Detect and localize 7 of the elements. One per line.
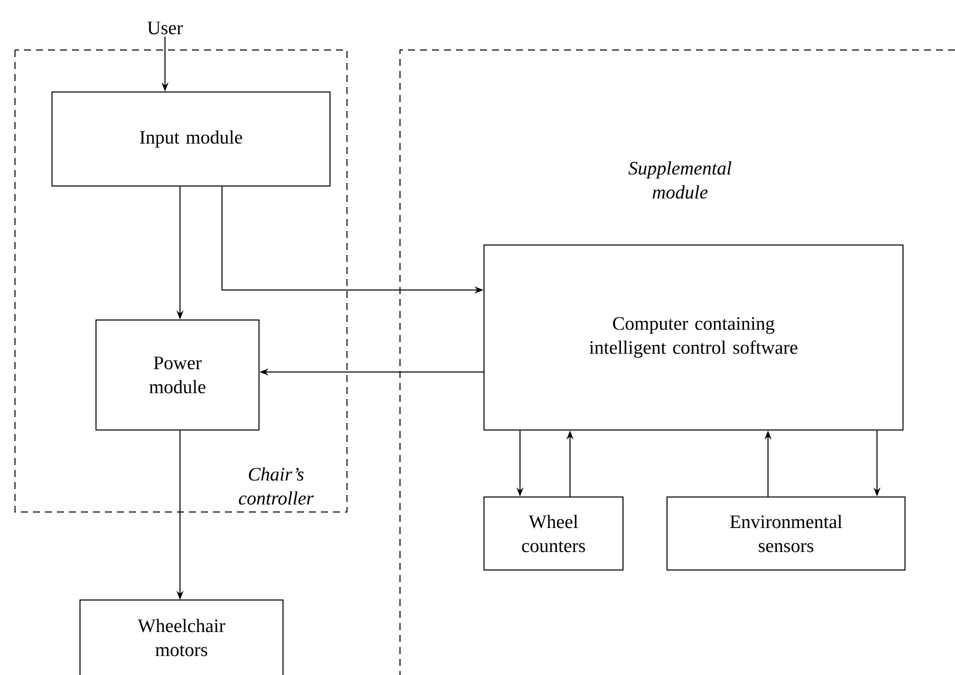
module-box: Computer containing intelligent control software [484,244,904,430]
module-box: Environmental sensors [666,496,906,570]
module-box: Power module [96,320,260,430]
module-box: Wheel counters [484,496,624,570]
module-box: Input module [52,92,330,186]
input-label: User [147,22,183,34]
module-box: Wheelchair motors [80,600,284,675]
